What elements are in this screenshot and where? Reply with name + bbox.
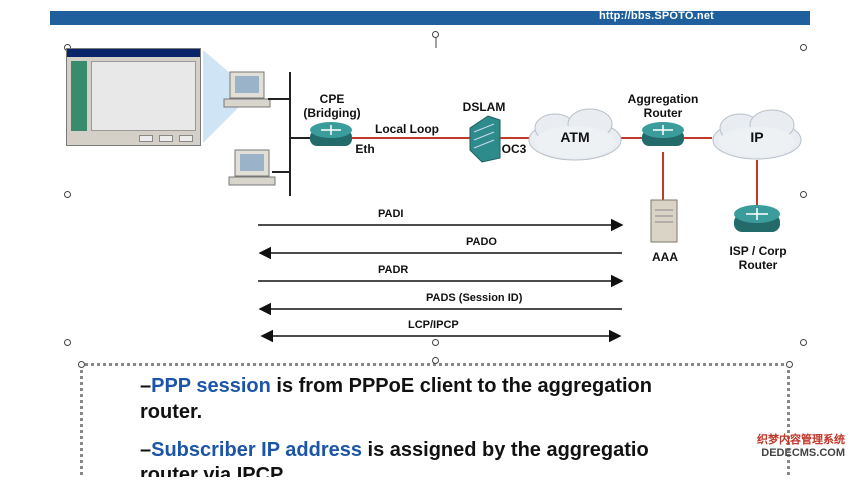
message-label: PADI [378,208,404,220]
dslam-label: DSLAM [462,100,506,114]
pc-icon [228,149,276,186]
selection-handle[interactable] [800,44,807,51]
message-label: LCP/IPCP [408,319,459,331]
atm-cloud-icon [528,108,622,161]
selection-handle[interactable] [78,361,85,368]
oc3-label: OC3 [501,142,527,156]
ip-label: IP [750,129,764,145]
header-bar: http://bbs.SPOTO.net [50,10,810,25]
selection-handle[interactable] [800,191,807,198]
pc-icon [223,71,271,108]
selection-handle[interactable] [432,357,439,364]
screen-zoom-callout [203,50,238,143]
ip-cloud-icon [712,109,802,160]
selection-handle[interactable] [786,361,793,368]
message-label: PADO [466,236,497,248]
local-loop-label: Local Loop [375,122,439,136]
aggregation-router-icon [642,122,684,146]
bullet-subscriber-ip: –Subscriber IP address is assigned by th… [140,438,649,462]
atm-label: ATM [560,129,590,145]
watermark-line: 织梦内容管理系统 [757,434,845,446]
bullet-ppp-session: –PPP session is from PPPoE client to the… [140,374,652,398]
selection-handle[interactable] [800,339,807,346]
aaa-server-icon [650,199,678,243]
selection-handle[interactable] [64,191,71,198]
bullet-continuation: router. [140,401,203,423]
selection-handle[interactable] [432,31,439,38]
message-label: PADS (Session ID) [426,292,523,304]
selection-handle[interactable] [64,339,71,346]
watermark-line: DEDECMS.COM [761,447,845,459]
message-label: PADR [378,264,409,276]
eth-label: Eth [355,142,375,156]
cpe-label: CPE (Bridging) [303,92,361,120]
highlight-ppp-session: PPP session [151,375,271,397]
bullet-text: is from PPPoE client to the aggregation [270,375,652,397]
dslam-icon [469,115,501,163]
bullet-text: is assigned by the aggregatio [361,439,649,461]
bullet-dash: – [140,439,152,461]
aaa-label: AAA [652,250,678,264]
aggregation-router-label: Aggregation Router [627,92,699,120]
header-url: http://bbs.SPOTO.net [598,10,714,22]
bullet-dash: – [140,375,152,397]
cpe-router-icon [310,122,352,146]
bullet-continuation: router via IPCP. [140,464,287,477]
dialog-thumbnail [66,48,201,146]
isp-router-label: ISP / Corp Router [729,244,787,272]
watermark: 织梦内容管理系统 DEDECMS.COM [725,434,845,474]
notes-textbox[interactable] [80,363,790,475]
highlight-subscriber-ip: Subscriber IP address [151,439,362,461]
isp-router-icon [734,205,780,232]
